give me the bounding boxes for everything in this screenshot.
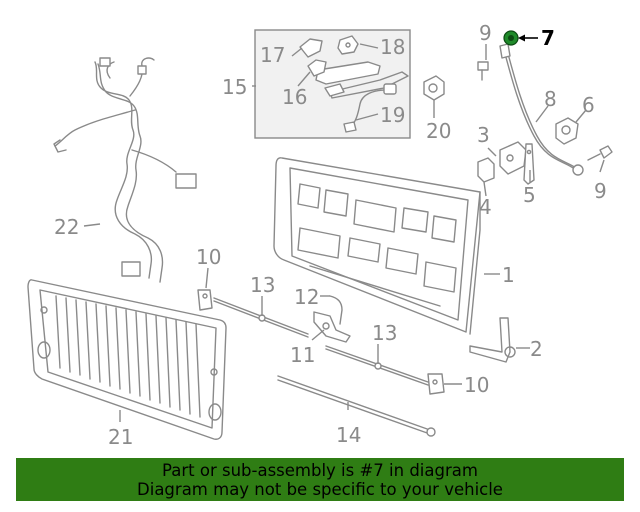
label-6: 6 <box>582 93 595 117</box>
label-21: 21 <box>108 425 133 449</box>
part-4-stop <box>477 157 495 183</box>
info-banner: Part or sub-assembly is #7 in diagram Di… <box>16 458 624 501</box>
label-15: 15 <box>222 75 247 99</box>
label-16: 16 <box>282 85 307 109</box>
label-1: 1 <box>502 263 515 287</box>
part-9-bolt-top <box>477 61 489 81</box>
part-14-cable <box>277 375 436 437</box>
label-7: 7 <box>541 26 555 50</box>
label-5: 5 <box>523 183 536 207</box>
label-10-right: 10 <box>464 373 489 397</box>
part-5-strap <box>523 143 535 185</box>
part-13-rod-right <box>325 345 429 386</box>
label-4: 4 <box>479 195 492 219</box>
part-10-latch-left <box>197 289 213 311</box>
inset-box-15 <box>254 29 411 139</box>
part-2-bracket <box>469 317 516 363</box>
label-3: 3 <box>477 123 490 147</box>
part-3-bumper <box>499 141 527 175</box>
label-13-left: 13 <box>250 273 275 297</box>
part-22-wiring-harness <box>53 57 197 283</box>
part-7-highlighted <box>503 30 519 46</box>
label-9-top: 9 <box>479 21 492 45</box>
label-20: 20 <box>426 119 451 143</box>
banner-line-2: Diagram may not be specific to your vehi… <box>137 480 503 499</box>
part-9-bolt-right <box>587 145 613 161</box>
part-1-inner-panel <box>273 157 481 335</box>
part-11-handle <box>313 311 351 343</box>
leader-lines <box>83 34 605 422</box>
part-20-sensor <box>423 75 445 101</box>
label-22: 22 <box>54 215 79 239</box>
label-13-right: 13 <box>372 321 397 345</box>
part-12-rod <box>329 295 343 325</box>
label-11: 11 <box>290 343 315 367</box>
label-2: 2 <box>530 337 543 361</box>
label-19: 19 <box>380 103 405 127</box>
part-13-rod-left <box>213 297 309 338</box>
part-labels: 1 2 3 4 5 6 7 8 9 9 10 10 11 12 13 13 14… <box>54 21 607 449</box>
part-6-pivot <box>555 117 579 145</box>
part-8-cable <box>499 43 584 176</box>
banner-line-1: Part or sub-assembly is #7 in diagram <box>162 461 478 480</box>
label-18: 18 <box>380 35 405 59</box>
label-8: 8 <box>544 87 557 111</box>
part-21-outer-panel <box>27 279 227 440</box>
label-9-right: 9 <box>594 179 607 203</box>
label-17: 17 <box>260 43 285 67</box>
label-14: 14 <box>336 423 361 447</box>
part-10-latch-right <box>427 373 445 395</box>
label-10-left: 10 <box>196 245 221 269</box>
label-12: 12 <box>294 285 319 309</box>
